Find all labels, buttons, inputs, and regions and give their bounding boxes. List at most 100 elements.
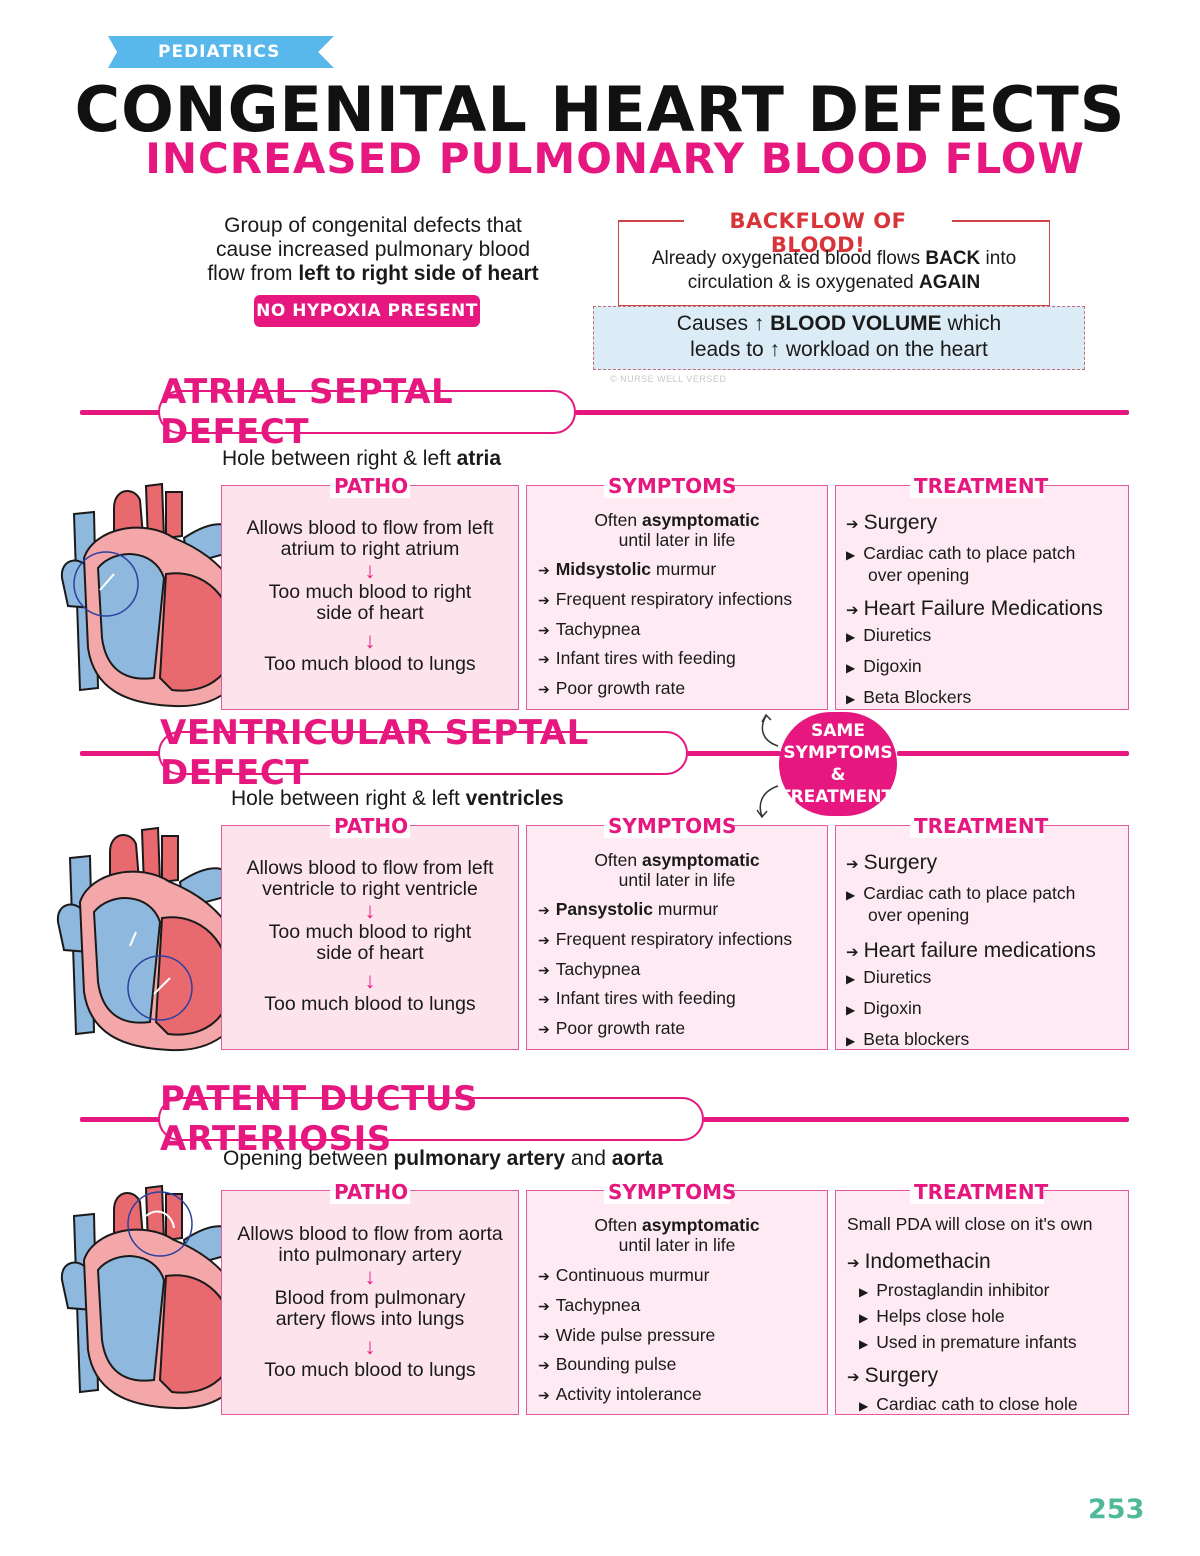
causes-box xyxy=(593,306,1085,370)
arrow-bullet-icon: ➔ xyxy=(538,1298,550,1314)
backflow-text: Already oxygenated blood flows BACK into… xyxy=(651,248,1017,293)
arrow-bullet-icon: ➔ xyxy=(538,962,550,978)
heart-diagram-icon xyxy=(60,483,252,708)
asd-symptom-intro: Often asymptomatic until later in life xyxy=(594,510,760,550)
triangle-bullet-icon: ▶ xyxy=(846,972,856,986)
arrow-bullet-icon: ➔ xyxy=(538,592,550,608)
arrow-bullet-icon: ➔ xyxy=(538,932,550,948)
treatment-label: TREATMENT xyxy=(910,1180,1048,1204)
symptoms-label: SYMPTOMS xyxy=(604,474,736,498)
triangle-bullet-icon: ▶ xyxy=(859,1285,869,1299)
arrow-bullet-icon: ➔ xyxy=(538,562,550,578)
down-arrow-icon: ↓ xyxy=(364,1264,376,1289)
patho-label: PATHO xyxy=(330,814,410,838)
backflow-border-left xyxy=(618,220,684,222)
pda-symptom-intro: Often asymptomatic until later in life xyxy=(594,1215,760,1255)
pda-treatment-list: Small PDA will close on it's own ➔Indome… xyxy=(847,1214,1127,1416)
down-arrow-icon: ↓ xyxy=(364,968,376,993)
triangle-bullet-icon: ▶ xyxy=(846,548,856,562)
pda-title: PATENT DUCTUS ARTERIOSIS xyxy=(158,1079,704,1159)
down-arrow-icon: ↓ xyxy=(364,628,376,653)
arrow-bullet-icon: ➔ xyxy=(538,1268,550,1284)
triangle-bullet-icon: ▶ xyxy=(846,630,856,644)
triangle-bullet-icon: ▶ xyxy=(846,692,856,706)
page-number: 253 xyxy=(1088,1494,1145,1525)
asd-patho-content: Allows blood to flow from left atrium to… xyxy=(221,518,519,675)
section-rule xyxy=(80,1117,160,1122)
arrow-bullet-icon: ➔ xyxy=(538,651,550,667)
pda-patho-content: Allows blood to flow from aorta into pul… xyxy=(221,1224,519,1381)
pda-patho-box xyxy=(221,1190,519,1415)
asd-treatment-list: ➔Surgery ▶Cardiac cath to place patch ov… xyxy=(846,511,1103,707)
asd-patho-box xyxy=(221,485,519,710)
treatment-label: TREATMENT xyxy=(910,814,1048,838)
triangle-bullet-icon: ▶ xyxy=(846,1034,856,1048)
backflow-box xyxy=(618,220,1050,306)
section-rule xyxy=(575,410,1129,415)
down-arrow-icon: ↓ xyxy=(364,1334,376,1359)
vsd-subtitle: Hole between right & left ventricles xyxy=(231,787,564,810)
section-rule xyxy=(703,1117,1129,1122)
pda-symptom-list: ➔Continuous murmur ➔Tachypnea ➔Wide puls… xyxy=(538,1265,716,1404)
page-title: CONGENITAL HEART DEFECTS xyxy=(74,73,1126,146)
arrow-bullet-icon: ➔ xyxy=(538,991,550,1007)
arrow-bullet-icon: ➔ xyxy=(846,856,859,873)
vsd-symptom-intro: Often asymptomatic until later in life xyxy=(594,850,760,890)
triangle-bullet-icon: ▶ xyxy=(859,1337,869,1351)
triangle-bullet-icon: ▶ xyxy=(859,1311,869,1325)
triangle-bullet-icon: ▶ xyxy=(859,1399,869,1413)
down-arrow-icon: ↓ xyxy=(364,558,376,583)
section-rule xyxy=(897,751,1129,756)
vsd-title: VENTRICULAR SEPTAL DEFECT xyxy=(158,713,688,793)
curved-arrow-icon xyxy=(756,713,779,819)
section-rule xyxy=(687,751,781,756)
triangle-bullet-icon: ▶ xyxy=(846,1003,856,1017)
arrow-bullet-icon: ➔ xyxy=(538,681,550,697)
intro-text: Group of congenital defects that cause i… xyxy=(207,214,539,285)
arrow-bullet-icon: ➔ xyxy=(538,1021,550,1037)
vsd-symptom-list: ➔Pansystolic murmur ➔Frequent respirator… xyxy=(538,899,793,1038)
down-arrow-icon: ↓ xyxy=(364,898,376,923)
triangle-bullet-icon: ▶ xyxy=(846,888,856,902)
heart-diagram-icon xyxy=(60,1185,252,1410)
page-subtitle: INCREASED PULMONARY BLOOD FLOW xyxy=(145,134,1085,183)
section-rule xyxy=(80,410,160,415)
arrow-bullet-icon: ➔ xyxy=(538,1357,550,1373)
category-tag: PEDIATRICS xyxy=(108,36,334,68)
vsd-symptoms-box xyxy=(526,825,828,1050)
backflow-border-right xyxy=(952,220,1050,222)
asd-symptom-list: ➔Midsystolic murmur ➔Frequent respirator… xyxy=(538,559,793,698)
pda-subtitle: Opening between pulmonary artery and aor… xyxy=(223,1147,664,1170)
vsd-patho-box xyxy=(221,825,519,1050)
triangle-bullet-icon: ▶ xyxy=(846,661,856,675)
arrow-bullet-icon: ➔ xyxy=(847,1369,860,1386)
up-arrow-icon: ↑ xyxy=(753,312,765,335)
causes-text: Causes ↑ BLOOD VOLUME which leads to ↑ w… xyxy=(676,312,1002,361)
arrow-bullet-icon: ➔ xyxy=(538,622,550,638)
heart-diagram-icon xyxy=(56,827,248,1052)
no-hypoxia-badge: NO HYPOXIA PRESENT xyxy=(254,295,480,327)
copyright-text: © NURSE WELL VERSED xyxy=(610,374,727,384)
vsd-patho-content: Allows blood to flow from left ventricle… xyxy=(221,858,519,1015)
same-symptoms-badge: SAME SYMPTOMS & TREATMENT! xyxy=(779,712,901,816)
asd-title: ATRIAL SEPTAL DEFECT xyxy=(158,372,576,452)
arrow-bullet-icon: ➔ xyxy=(538,1328,550,1344)
arrow-bullet-icon: ➔ xyxy=(847,1255,860,1272)
pda-treatment-box xyxy=(835,1190,1129,1415)
asd-symptoms-box xyxy=(526,485,828,710)
arrow-bullet-icon: ➔ xyxy=(846,944,859,961)
arrow-bullet-icon: ➔ xyxy=(538,1387,550,1403)
asd-treatment-box xyxy=(835,485,1129,710)
section-rule xyxy=(80,751,160,756)
vsd-treatment-list: ➔Surgery ▶Cardiac cath to place patch ov… xyxy=(846,851,1096,1049)
treatment-label: TREATMENT xyxy=(910,474,1048,498)
symptoms-label: SYMPTOMS xyxy=(604,814,736,838)
asd-subtitle: Hole between right & left atria xyxy=(222,447,501,470)
arrow-bullet-icon: ➔ xyxy=(538,902,550,918)
arrow-bullet-icon: ➔ xyxy=(846,602,859,619)
up-arrow-icon: ↑ xyxy=(769,338,781,361)
arrow-bullet-icon: ➔ xyxy=(846,516,859,533)
backflow-title: BACKFLOW OF BLOOD! xyxy=(729,209,907,257)
patho-label: PATHO xyxy=(330,1180,410,1204)
symptoms-label: SYMPTOMS xyxy=(604,1180,736,1204)
